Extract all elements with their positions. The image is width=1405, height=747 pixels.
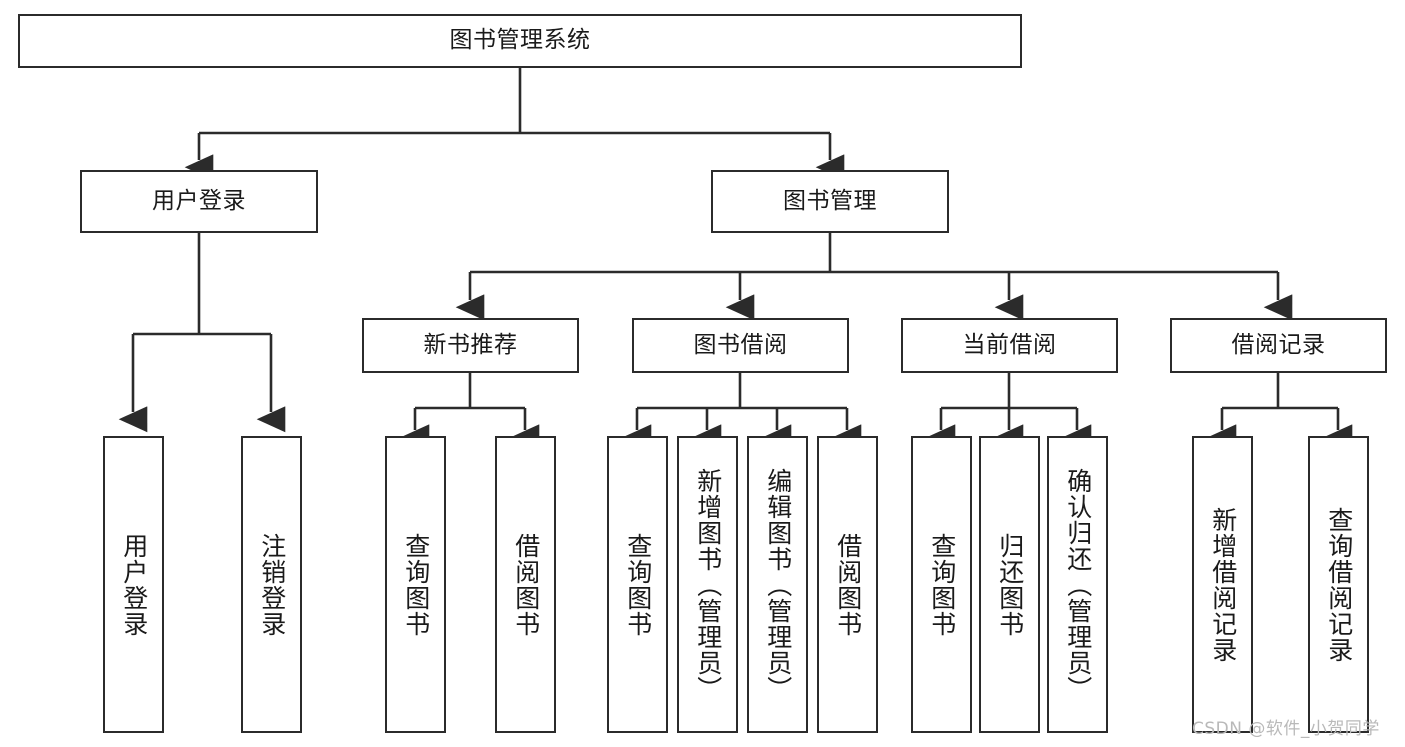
leaf-current-borrow-confirm-return[interactable]: 确认归还（管理员） — [1047, 436, 1108, 733]
leaf-book-borrow-edit-label: 编辑图书（管理员） — [763, 467, 793, 702]
node-current-borrow[interactable]: 当前借阅 — [901, 318, 1118, 373]
node-user-login-label: 用户登录 — [152, 187, 246, 214]
leaf-user-login-logout-label: 注销登录 — [257, 532, 287, 637]
leaf-user-login-login[interactable]: 用户登录 — [103, 436, 164, 733]
leaf-current-borrow-query-label: 查询图书 — [927, 532, 957, 637]
node-new-book-recommend[interactable]: 新书推荐 — [362, 318, 579, 373]
leaf-new-book-borrow[interactable]: 借阅图书 — [495, 436, 556, 733]
node-root[interactable]: 图书管理系统 — [18, 14, 1022, 68]
leaf-borrow-record-query[interactable]: 查询借阅记录 — [1308, 436, 1369, 733]
leaf-book-borrow-edit[interactable]: 编辑图书（管理员） — [747, 436, 808, 733]
node-root-label: 图书管理系统 — [449, 27, 591, 54]
node-book-borrow[interactable]: 图书借阅 — [632, 318, 849, 373]
leaf-borrow-record-query-label: 查询借阅记录 — [1324, 506, 1354, 663]
csdn-watermark: CSDN @软件_小贺同学 — [1192, 719, 1380, 739]
node-user-login[interactable]: 用户登录 — [80, 170, 318, 233]
leaf-current-borrow-return-label: 归还图书 — [995, 532, 1025, 637]
leaf-borrow-record-add[interactable]: 新增借阅记录 — [1192, 436, 1253, 733]
leaf-user-login-login-label: 用户登录 — [119, 532, 149, 637]
leaf-borrow-record-add-label: 新增借阅记录 — [1208, 506, 1238, 663]
leaf-new-book-query[interactable]: 查询图书 — [385, 436, 446, 733]
leaf-current-borrow-return[interactable]: 归还图书 — [979, 436, 1040, 733]
node-book-management[interactable]: 图书管理 — [711, 170, 949, 233]
leaf-book-borrow-add[interactable]: 新增图书（管理员） — [677, 436, 738, 733]
node-book-borrow-label: 图书借阅 — [693, 331, 788, 358]
leaf-book-borrow-query[interactable]: 查询图书 — [607, 436, 668, 733]
leaf-book-borrow-borrow[interactable]: 借阅图书 — [817, 436, 878, 733]
leaf-current-borrow-query[interactable]: 查询图书 — [911, 436, 972, 733]
leaf-new-book-borrow-label: 借阅图书 — [511, 532, 541, 637]
leaf-user-login-logout[interactable]: 注销登录 — [241, 436, 302, 733]
leaf-current-borrow-confirm-return-label: 确认归还（管理员） — [1063, 467, 1093, 702]
node-book-management-label: 图书管理 — [783, 187, 877, 214]
node-new-book-recommend-label: 新书推荐 — [423, 331, 518, 358]
node-borrow-record[interactable]: 借阅记录 — [1170, 318, 1387, 373]
leaf-book-borrow-add-label: 新增图书（管理员） — [693, 467, 723, 702]
leaf-book-borrow-borrow-label: 借阅图书 — [833, 532, 863, 637]
leaf-new-book-query-label: 查询图书 — [401, 532, 431, 637]
leaf-book-borrow-query-label: 查询图书 — [623, 532, 653, 637]
node-current-borrow-label: 当前借阅 — [962, 331, 1057, 358]
node-borrow-record-label: 借阅记录 — [1231, 331, 1326, 358]
